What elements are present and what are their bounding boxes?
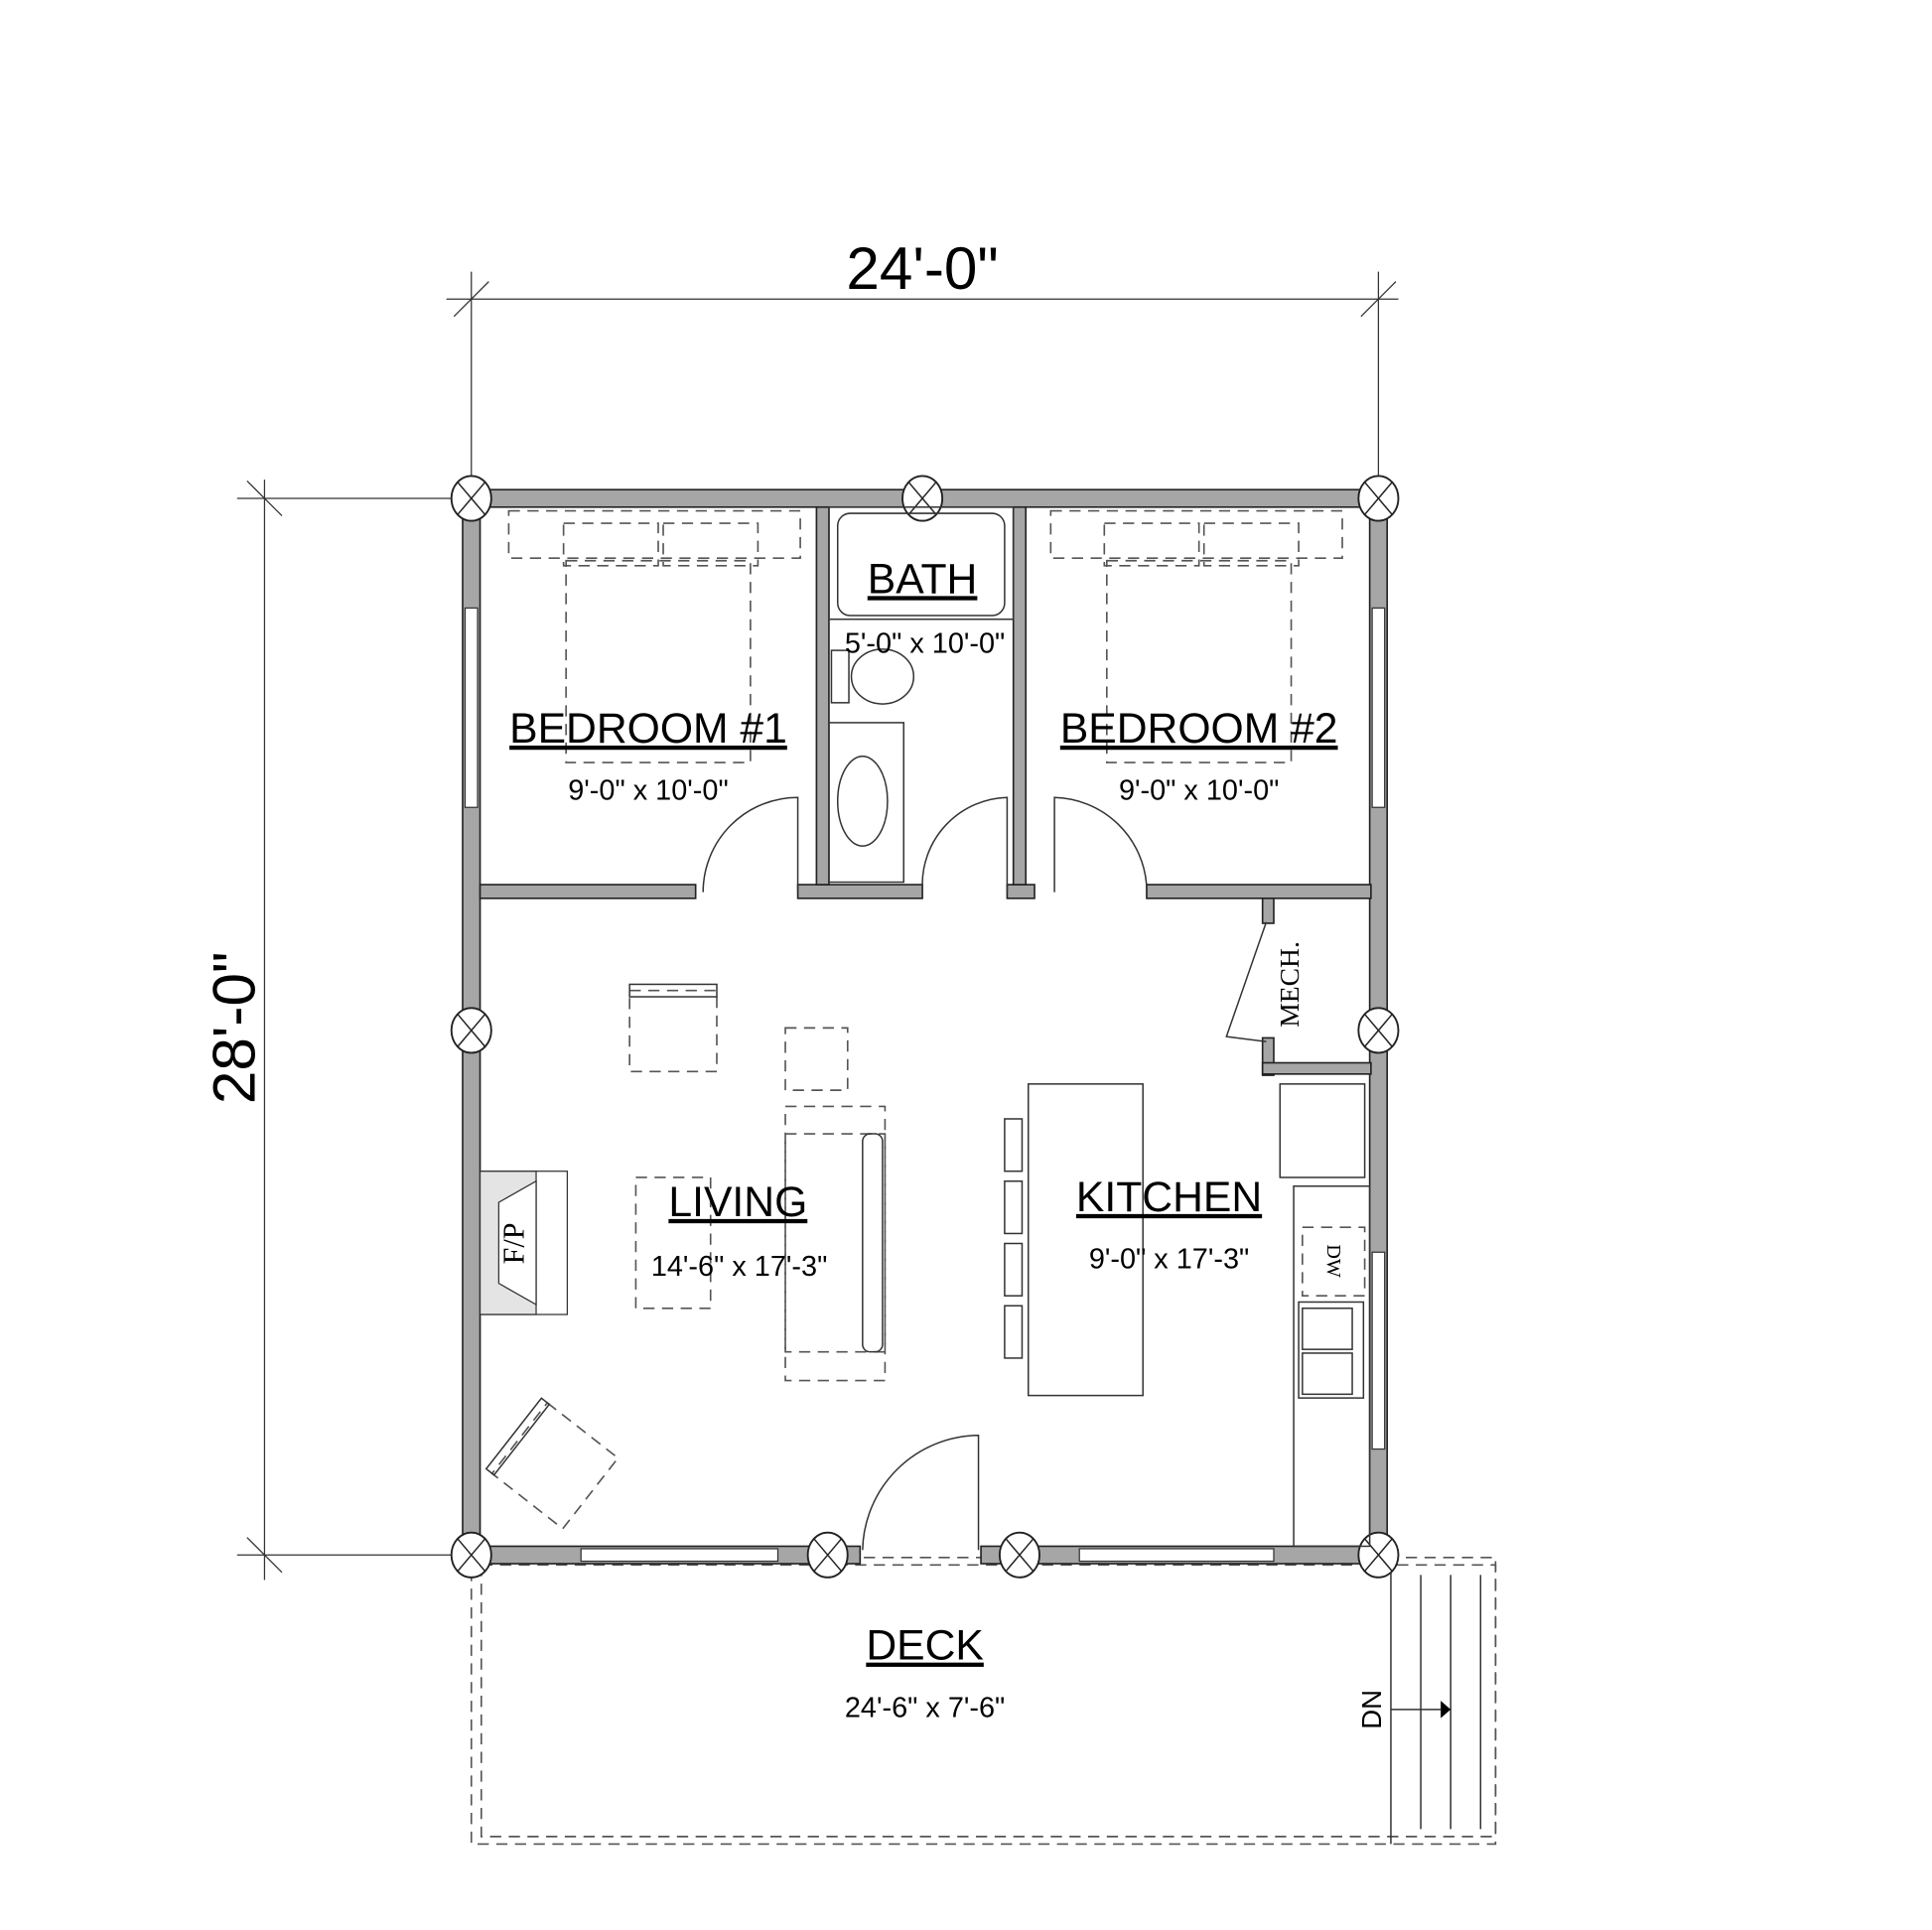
bedroom1-name: BEDROOM #1: [509, 705, 787, 753]
mech-label: MECH.: [1274, 941, 1305, 1028]
toilet: [830, 649, 850, 704]
columns: [450, 475, 1400, 1579]
bedroom2-size: 9'-0" x 10'-0": [1119, 775, 1279, 807]
interior-walls: [479, 505, 1372, 1076]
deck-size: 24'-6" x 7'-6": [845, 1692, 1005, 1723]
bedroom1-size: 9'-0" x 10'-0": [568, 775, 728, 807]
width-dimension: 24'-0": [446, 234, 1399, 496]
column-icon: [998, 1531, 1040, 1579]
bath-name: BATH: [868, 555, 978, 603]
bed-1: [507, 509, 801, 763]
fireplace: F/P: [479, 1171, 569, 1315]
deck: DN: [470, 1556, 1497, 1846]
bath-fixtures: [828, 506, 1015, 884]
column-icon: [450, 475, 492, 522]
kitchen-fixtures: DW: [1004, 1083, 1371, 1548]
column-icon: [1357, 1007, 1400, 1054]
bath-size: 5'-0" x 10'-0": [845, 628, 1005, 660]
dishwasher-label: DW: [1322, 1244, 1344, 1277]
room-labels: BEDROOM #1 9'-0" x 10'-0" BATH 5'-0" x 1…: [509, 555, 1337, 1723]
fireplace-label: F/P: [496, 1223, 530, 1265]
deck-name: DECK: [866, 1622, 984, 1670]
column-icon: [806, 1531, 849, 1579]
toilet-bowl: [850, 648, 915, 705]
kitchen-sink: [1298, 1301, 1365, 1399]
kitchen-size: 9'-0" x 17'-3": [1089, 1244, 1249, 1276]
kitchen-island: [1027, 1083, 1144, 1397]
refrigerator: [1279, 1083, 1366, 1178]
stairs-arrow-icon: [1441, 1701, 1451, 1719]
column-icon: [901, 475, 944, 522]
living-size: 14'-6" x 17'-3": [651, 1251, 828, 1283]
stairs-down-label: DN: [1356, 1690, 1387, 1729]
vanity: [828, 722, 905, 884]
depth-dimension: 28'-0": [200, 480, 470, 1581]
sink-icon: [836, 756, 889, 847]
counter: [1293, 1185, 1371, 1548]
kitchen-name: KITCHEN: [1076, 1173, 1262, 1221]
column-icon: [450, 1531, 492, 1579]
column-icon: [450, 1007, 492, 1054]
width-dimension-label: 24'-0": [846, 234, 998, 302]
windows: [464, 607, 1386, 1563]
column-icon: [1357, 1531, 1400, 1579]
column-icon: [1357, 475, 1400, 522]
doors: [702, 796, 1268, 1551]
bedroom2-name: BEDROOM #2: [1060, 705, 1338, 753]
living-name: LIVING: [668, 1178, 807, 1226]
depth-dimension-label: 28'-0": [200, 952, 267, 1104]
